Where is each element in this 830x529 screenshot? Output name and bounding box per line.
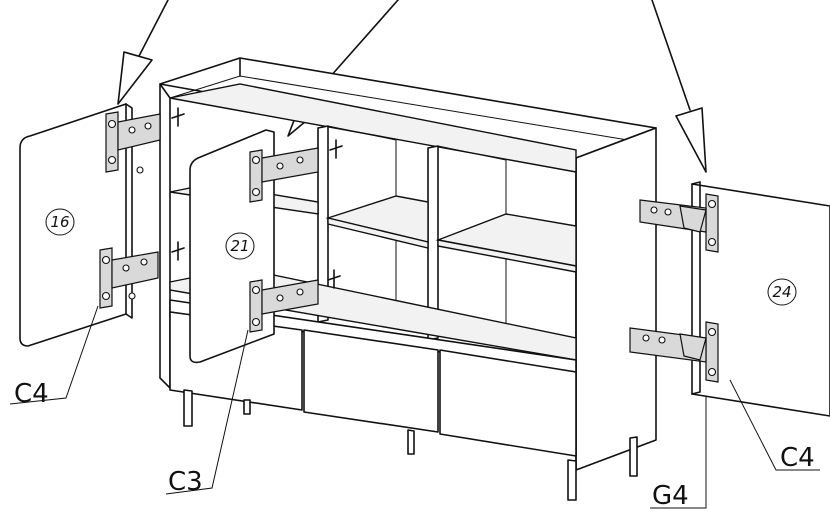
part-number-21: 21 [230,237,249,255]
hinge-middle-top [249,139,343,203]
callout-g4: G4 [652,481,689,511]
hinge-right-top [639,193,719,253]
drawer-right [439,349,577,457]
callout-leaders [9,305,820,509]
hinge-right-bottom [629,321,719,383]
drawer-middle [303,329,439,433]
direction-arrow-left [117,0,169,105]
callout-c3: C3 [168,467,203,497]
door-right: 24 [691,181,830,417]
part-number-24: 24 [772,283,791,301]
hinge-left-top [105,107,185,174]
direction-arrow-right [651,0,707,173]
callout-c4-right: C4 [780,443,815,473]
hinge-left-bottom [99,241,185,309]
part-number-16: 16 [50,213,69,231]
callout-c4-left: C4 [14,379,49,409]
hinge-middle-bottom [249,269,341,333]
